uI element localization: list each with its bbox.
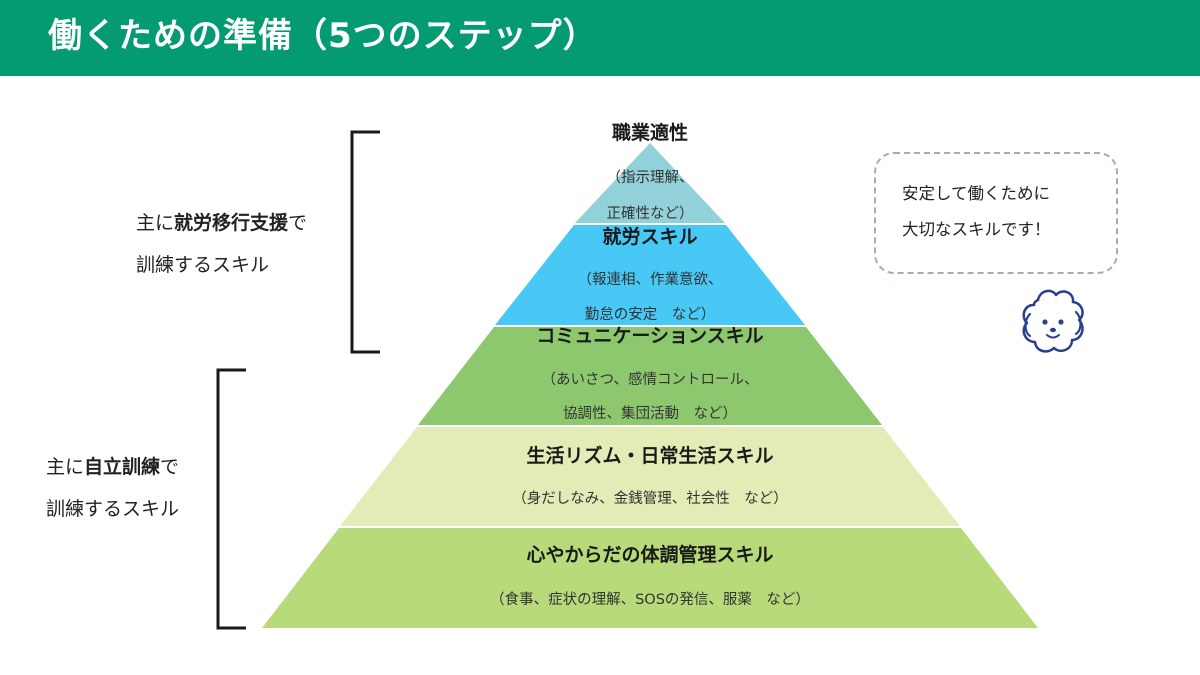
lower-bracket (216, 368, 246, 630)
layer-3-desc-line-2: 協調性、集団活動 など） (563, 406, 737, 422)
dog-mascot-icon (1022, 289, 1084, 353)
header-bar: 働くための準備（5つのステップ） (0, 0, 1200, 76)
layer-1-desc-line-1: （指示理解、 (606, 170, 694, 186)
layer-4-desc-line-1: （身だしなみ、金銭管理、社会性 など） (512, 491, 788, 507)
layer-2-desc-line-1: （報連相、作業意欲、 (577, 272, 723, 288)
layer-1-desc-line-2: 正確性など） (606, 206, 694, 222)
layer-2-title: 就労スキル (602, 226, 698, 248)
layer-1-title: 職業適性 (611, 122, 688, 144)
upper-side-label: 主に就労移行支援で 訓練するスキル (136, 202, 307, 286)
pyramid-layer-2 (495, 225, 805, 325)
lower-label-program: 自立訓練 (84, 456, 161, 478)
upper-label-suffix: で (288, 212, 308, 234)
lower-label-prefix: 主に (46, 456, 85, 478)
pyramid-layer-4 (340, 427, 960, 526)
upper-bracket (350, 130, 380, 354)
layer-3-title: コミュニケーションスキル (536, 325, 764, 347)
pyramid-layer-1 (575, 143, 725, 223)
bubble-text: 安定して働くために 大切なスキルです！ (902, 176, 1051, 248)
layer-5-desc-line-1: （食事、症状の理解、SOSの発信、服薬 など） (490, 592, 810, 608)
lower-label-line-2: 訓練するスキル (46, 498, 180, 520)
layer-3-desc-line-1: （あいさつ、感情コントロール、 (541, 372, 759, 388)
lower-side-label: 主に自立訓練で 訓練するスキル (46, 446, 179, 530)
bubble-line-2: 大切なスキルです！ (902, 220, 1051, 239)
bubble-line-1: 安定して働くために (902, 184, 1051, 203)
upper-label-program: 就労移行支援 (174, 212, 289, 234)
pyramid-layer-5 (262, 528, 1038, 628)
speech-bubble: 安定して働くために 大切なスキルです！ (874, 152, 1118, 274)
layer-4-title: 生活リズム・日常生活スキル (526, 445, 774, 467)
upper-label-prefix: 主に (136, 212, 175, 234)
lower-label-suffix: で (160, 456, 180, 478)
page-title: 働くための準備（5つのステップ） (48, 16, 598, 56)
layer-5-title: 心やからだの体調管理スキル (526, 544, 774, 566)
layer-2-desc-line-2: 勤怠の安定 など） (584, 307, 716, 323)
pyramid-layer-3 (418, 327, 882, 425)
upper-label-line-2: 訓練するスキル (136, 254, 270, 276)
